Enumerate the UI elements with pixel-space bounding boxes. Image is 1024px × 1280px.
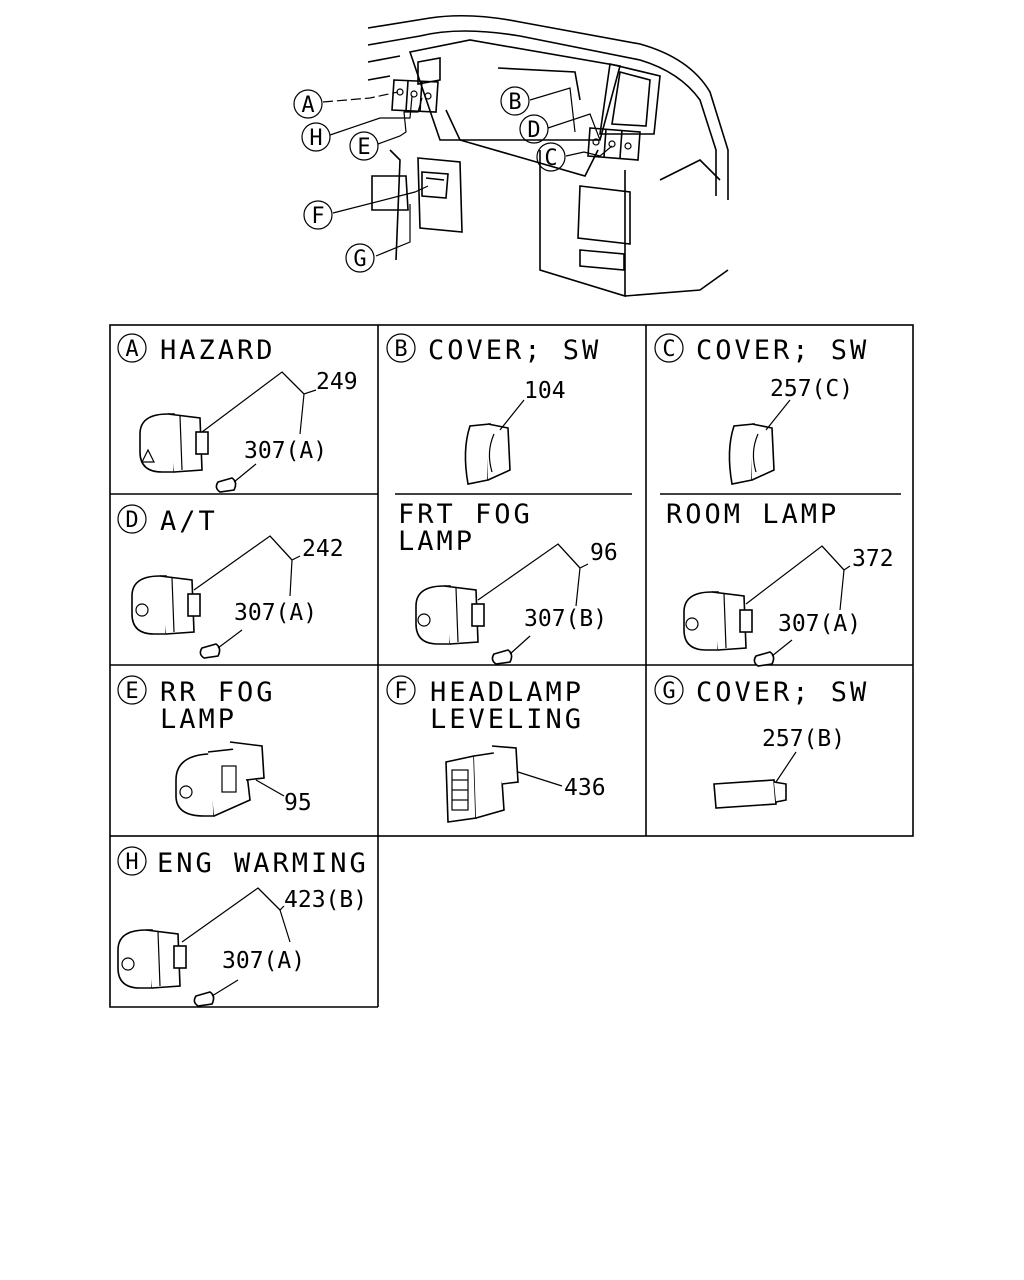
cell-d-part-number: 242: [302, 536, 344, 562]
cell-f-part-number: 436: [564, 775, 606, 801]
cell-e-rr-fog-lamp: E RR FOG LAMP 95: [117, 675, 312, 817]
callout-d-marker: D: [519, 114, 549, 144]
cell-f-title-line1: HEADLAMP: [430, 677, 584, 708]
cell-c-letter: C: [662, 337, 675, 362]
headlamp-leveling-switch: [445, 745, 519, 823]
cell-room-title: ROOM LAMP: [666, 499, 839, 530]
cell-f-title-line2: LEVELING: [430, 704, 584, 735]
cell-e-title-line1: RR FOG: [160, 677, 276, 708]
cell-a-hazard: A HAZARD 249 307(A): [117, 333, 358, 493]
cell-g-letter: G: [662, 679, 675, 704]
cell-d-letter: D: [125, 508, 138, 533]
cell-room-part-number: 372: [852, 546, 894, 572]
svg-text:A: A: [301, 93, 314, 118]
eng-warming-switch: [117, 929, 187, 989]
cell-c-letter-circle: [654, 333, 684, 363]
cell-b-part-number: 104: [524, 378, 566, 404]
cell-e-letter: E: [125, 679, 138, 704]
cell-c-part-number: 257(C): [770, 376, 853, 402]
callout-f-marker: F: [303, 200, 333, 230]
cell-fog-title-line1: FRT FOG: [398, 499, 533, 530]
frt-fog-switch: [415, 585, 485, 645]
cell-g-cover-sw: G COVER; SW 257(B): [654, 675, 869, 809]
bulb-room: [753, 651, 775, 667]
callout-c-marker: C: [536, 142, 566, 172]
svg-text:F: F: [311, 204, 324, 229]
cell-a-title: HAZARD: [160, 335, 276, 366]
cell-h-bulb-number: 307(A): [222, 948, 305, 974]
cell-h-letter: H: [125, 850, 138, 875]
dashboard-overview-illustration: A H E B D C F G: [293, 14, 729, 298]
cell-fog-part-number: 96: [590, 540, 618, 566]
at-switch: [131, 575, 201, 635]
svg-text:D: D: [527, 118, 540, 143]
cell-f-letter: F: [394, 679, 407, 704]
cell-e-letter-circle: [117, 675, 147, 705]
cell-frt-fog-lamp: FRT FOG LAMP 96 307(B): [398, 499, 618, 665]
svg-text:H: H: [309, 126, 322, 151]
cell-g-part-number: 257(B): [762, 726, 845, 752]
cell-f-headlamp-leveling: F HEADLAMP LEVELING 436: [386, 675, 606, 823]
cell-fog-bulb-number: 307(B): [524, 606, 607, 632]
cell-h-eng-warming: H ENG WARMING 423(B) 307(A): [117, 846, 369, 1007]
cell-g-title: COVER; SW: [696, 677, 869, 708]
cell-g-letter-circle: [654, 675, 684, 705]
cell-room-lamp: ROOM LAMP 372 307(A): [666, 499, 894, 667]
rr-fog-switch: [175, 741, 265, 817]
svg-text:C: C: [544, 146, 557, 171]
cell-c-title: COVER; SW: [696, 335, 869, 366]
bulb-d: [199, 643, 221, 659]
cell-a-bulb-number: 307(A): [244, 438, 327, 464]
cell-d-at: D A/T 242 307(A): [117, 504, 344, 659]
svg-text:E: E: [357, 135, 370, 160]
svg-text:B: B: [508, 90, 521, 115]
cell-f-letter-circle: [386, 675, 416, 705]
room-lamp-switch: [683, 591, 753, 651]
callout-h-marker: H: [301, 122, 331, 152]
bulb-fog: [491, 649, 513, 665]
cell-d-bulb-number: 307(A): [234, 600, 317, 626]
callout-g-marker: G: [345, 243, 375, 273]
cell-b-letter-circle: [386, 333, 416, 363]
cell-a-letter: A: [125, 337, 138, 362]
cell-d-letter-circle: [117, 504, 147, 534]
callout-b-marker: B: [500, 86, 530, 116]
svg-text:G: G: [353, 247, 366, 272]
cell-h-title: ENG WARMING: [157, 848, 369, 879]
switch-cover-257c: [728, 423, 775, 485]
cell-e-part-number: 95: [284, 790, 312, 816]
hazard-switch: [139, 413, 209, 473]
cell-h-part-number: 423(B): [284, 887, 367, 913]
cell-b-title: COVER; SW: [428, 335, 601, 366]
cell-a-part-number: 249: [316, 369, 358, 395]
cell-b-letter: B: [394, 337, 407, 362]
cell-fog-title-line2: LAMP: [398, 526, 475, 557]
switch-cover-104: [464, 423, 511, 485]
callout-a-marker: A: [293, 89, 323, 119]
cell-d-title: A/T: [160, 506, 218, 537]
cell-c-cover-sw: C COVER; SW 257(C): [654, 333, 869, 485]
parts-grid: [109, 324, 914, 1008]
callout-e-marker: E: [349, 131, 379, 161]
cell-room-bulb-number: 307(A): [778, 611, 861, 637]
cell-a-letter-circle: [117, 333, 147, 363]
cell-b-cover-sw: B COVER; SW 104: [386, 333, 601, 485]
bulb-a: [215, 477, 237, 493]
switch-cover-257b: [713, 779, 787, 809]
bulb-h: [193, 991, 215, 1007]
cell-h-letter-circle: [117, 846, 147, 876]
cell-e-title-line2: LAMP: [160, 704, 237, 735]
